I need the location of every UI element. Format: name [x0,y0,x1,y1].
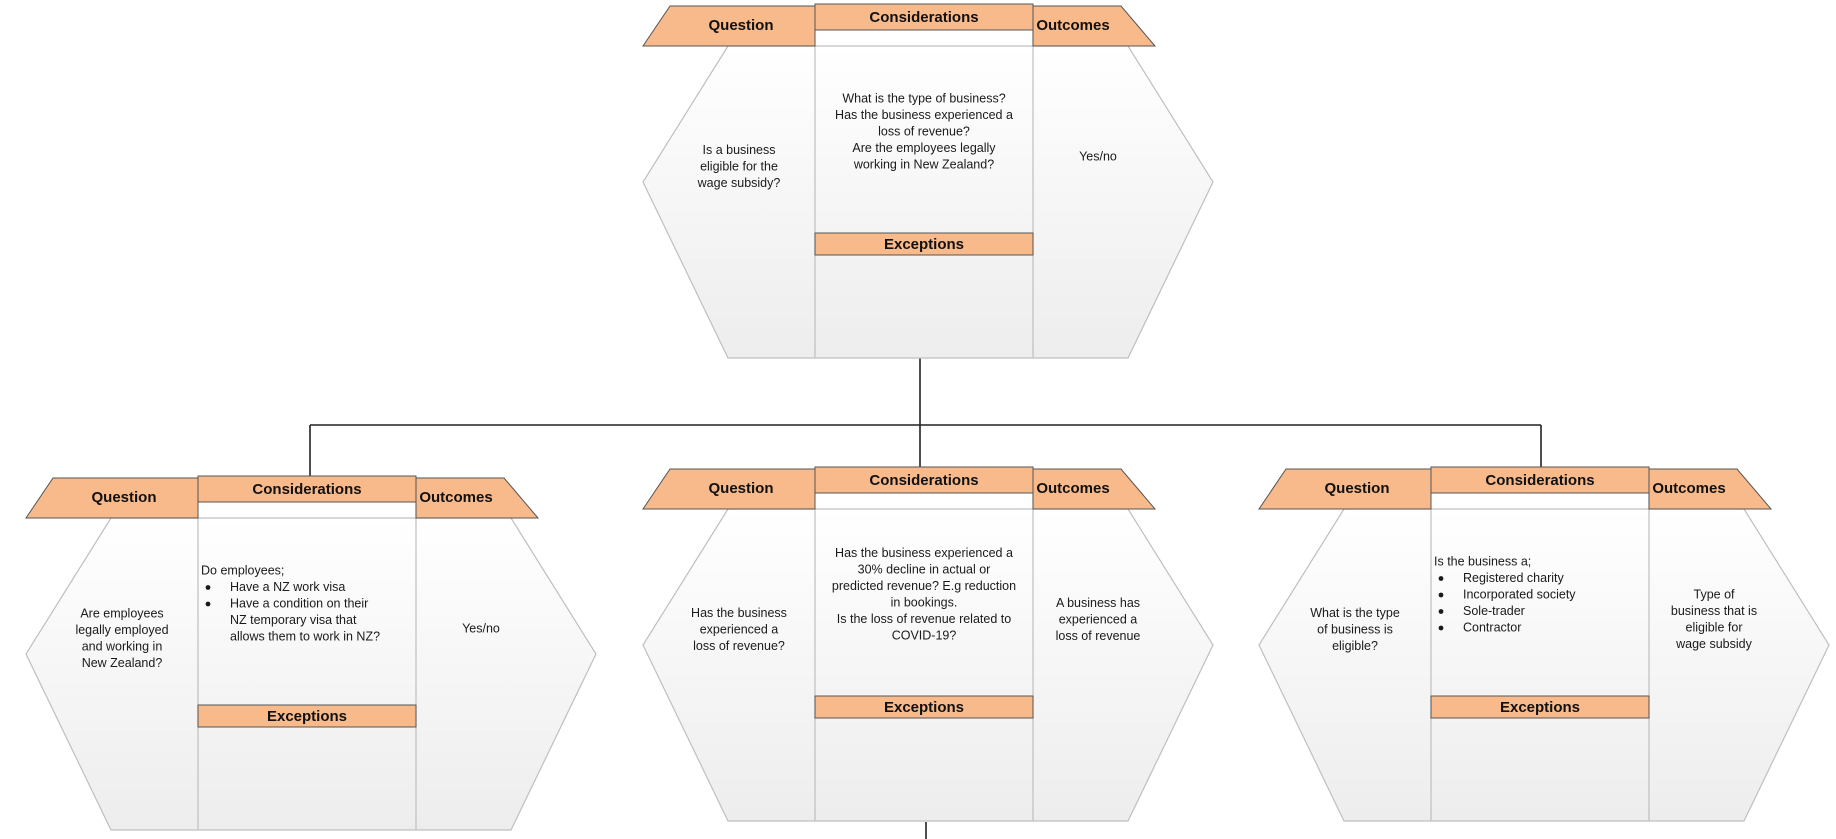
question-header-bg [1258,468,1432,510]
question-header: Question [708,480,773,497]
consideration-line: Registered charity [1463,571,1564,585]
considerations-header-bg [814,3,1034,31]
exceptions-header-bg [814,232,1034,256]
bullet-dot [205,601,211,607]
considerations-header: Considerations [252,481,361,498]
exceptions-header: Exceptions [267,708,347,725]
consideration-line: 30% decline in actual or [858,563,991,577]
question-text: and working in [82,640,163,654]
question-text: Has the business [691,606,787,620]
outcomes-text: eligible for [1686,621,1743,635]
consideration-line: COVID-19? [892,629,957,643]
exceptions-header-bg [1430,695,1650,719]
question-text: loss of revenue? [693,639,785,653]
bullet-dot [1438,576,1444,581]
consideration-line: allows them to work in NZ? [230,629,380,643]
consideration-line: What is the type of business? [842,91,1005,105]
considerations-header: Considerations [1485,472,1594,489]
question-text: Is a business [703,143,776,157]
outcomes-header-bg [415,477,540,519]
question-text: of business is [1317,622,1393,636]
consideration-line: Are the employees legally [852,141,996,155]
outcomes-header: Outcomes [419,489,492,506]
consideration-line: Have a NZ work visa [230,580,345,594]
outcomes-text: A business has [1056,596,1140,610]
consideration-line: Sole-trader [1463,604,1525,618]
outcomes-text: Yes/no [462,621,500,635]
consideration-line: Contractor [1463,620,1521,634]
bullet-dot [1438,609,1444,614]
question-header: Question [1324,480,1389,497]
consideration-line: NZ temporary visa that [230,613,357,627]
consideration-line: Has the business experienced a [835,108,1013,122]
consideration-line: working in New Zealand? [853,157,994,171]
exceptions-header-bg [814,695,1034,719]
question-text: New Zealand? [82,656,163,670]
outcomes-header: Outcomes [1652,480,1725,497]
consideration-line: Have a condition on their [230,596,368,610]
question-text: experienced a [700,622,779,636]
outcomes-header-bg [1032,5,1157,47]
node-employees: Question Considerations OutcomesExceptions… [25,475,597,831]
exceptions-header: Exceptions [884,699,964,716]
node-revenue: Question Considerations OutcomesExceptions… [642,466,1214,822]
question-text: Are employees [80,607,163,621]
considerations-header: Considerations [869,472,978,489]
considerations-header-bg [1430,466,1650,494]
hexagon-shape [1258,508,1830,822]
consideration-line: Is the business a; [1434,554,1531,568]
outcomes-text: loss of revenue [1056,629,1141,643]
bullet-dot [1438,592,1444,598]
node-root: Question Considerations OutcomesExceptions… [642,3,1214,359]
outcomes-header-bg [1032,468,1157,510]
consideration-line: Incorporated society [1463,587,1576,601]
consideration-line: Do employees; [201,563,284,577]
outcomes-header-bg [1648,468,1773,510]
question-text: legally employed [75,623,168,637]
outcomes-text: wage subsidy [1675,637,1752,651]
question-text: What is the type [1310,606,1400,620]
considerations-header: Considerations [869,9,978,26]
consideration-line: loss of revenue? [878,124,970,138]
consideration-line: predicted revenue? E.g reduction [832,579,1016,593]
exceptions-header: Exceptions [1500,699,1580,716]
exceptions-header: Exceptions [884,236,964,253]
outcomes-header: Outcomes [1036,480,1109,497]
question-header-bg [25,477,199,519]
bullet-dot [1438,625,1444,631]
question-header: Question [91,489,156,506]
question-header-bg [642,5,816,47]
outcomes-text: Type of [1694,588,1736,602]
consideration-line: in bookings. [891,596,958,610]
question-text: eligible? [1332,639,1378,653]
considerations-header-bg [197,475,417,503]
node-business-type: Question Considerations OutcomesExceptions… [1258,466,1830,822]
exceptions-header-bg [197,704,417,728]
tree-connectors [309,358,1542,839]
outcomes-text: Yes/no [1079,149,1117,163]
hexagon-shape [25,517,597,831]
question-text: wage subsidy? [697,176,781,190]
bullet-dot [205,585,211,590]
considerations-header-bg [814,466,1034,494]
question-header: Question [708,17,773,34]
outcomes-header: Outcomes [1036,17,1109,34]
question-text: eligible for the [700,159,778,173]
consideration-line: Has the business experienced a [835,546,1013,560]
consideration-line: Is the loss of revenue related to [837,612,1011,626]
question-header-bg [642,468,816,510]
outcomes-text: business that is [1671,604,1757,618]
outcomes-text: experienced a [1059,612,1138,626]
